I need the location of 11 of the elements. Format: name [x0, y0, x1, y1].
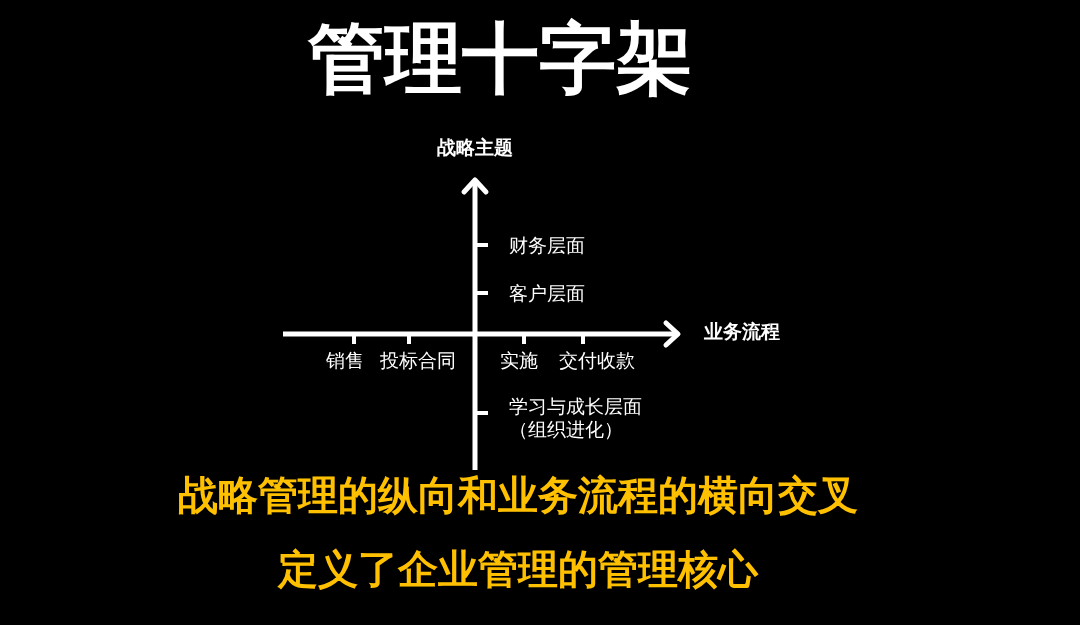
- tick-label: 实施: [500, 348, 538, 372]
- tick-label: 财务层面: [509, 233, 585, 257]
- title: 管理十字架: [307, 19, 693, 97]
- axis-label: 战略主题: [437, 135, 513, 159]
- caption: 战略管理的纵向和业务流程的横向交叉定义了企业管理的管理核心: [177, 471, 859, 594]
- tick-label: 客户层面: [509, 281, 585, 305]
- tick-label: 销售: [326, 348, 364, 372]
- tick-label: 交付收款: [559, 348, 635, 372]
- tick-label: 投标合同: [380, 348, 456, 372]
- axis-label: 业务流程: [704, 319, 780, 343]
- tick-label: 学习与成长层面（组织进化）: [509, 395, 643, 441]
